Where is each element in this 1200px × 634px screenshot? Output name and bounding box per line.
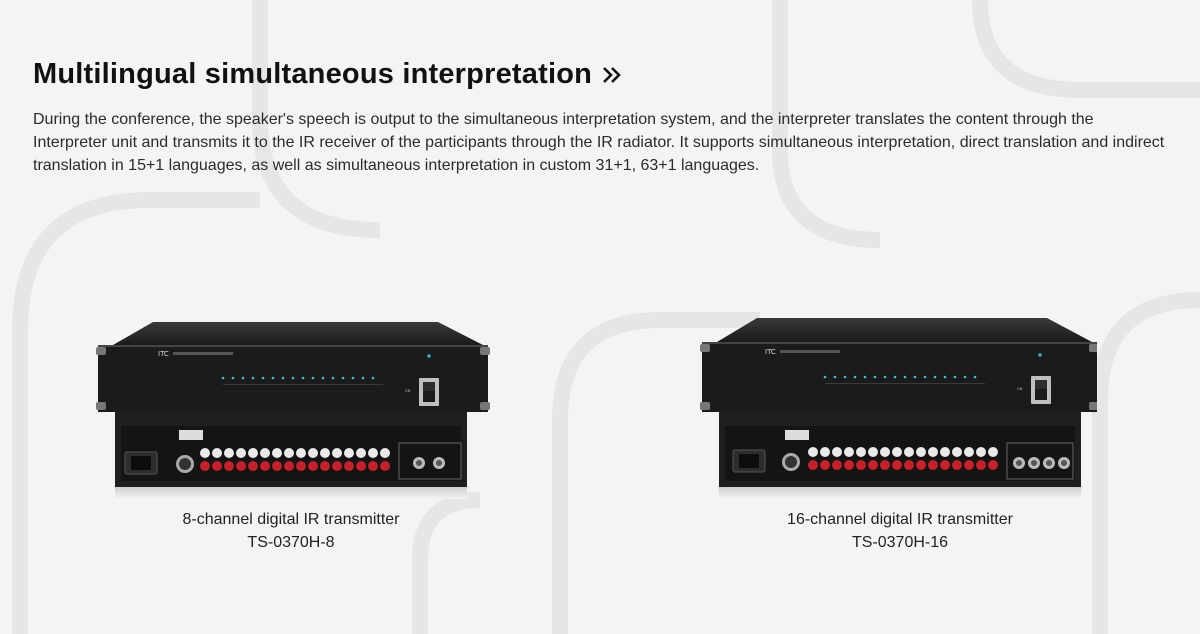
svg-text:ON: ON (1017, 387, 1023, 391)
product-name: 8-channel digital IR transmitter (182, 511, 400, 528)
product-image-ts-0370h-16: ITC ON (700, 318, 1097, 499)
svg-text:ITC: ITC (158, 350, 169, 358)
section-description: During the conference, the speaker's spe… (33, 111, 1165, 174)
product-model: TS-0370H-8 (247, 534, 335, 551)
product-caption-ts-0370h-8: 8-channel digital IR transmitter TS-0370… (91, 508, 491, 554)
product-image-ts-0370h-8: ITC ON (96, 322, 490, 499)
double-chevron-right-icon (603, 66, 621, 83)
section-title: Multilingual simultaneous interpretation (33, 58, 593, 90)
product-caption-ts-0370h-16: 16-channel digital IR transmitter TS-037… (700, 508, 1100, 554)
product-model: TS-0370H-16 (851, 534, 949, 551)
svg-text:ITC: ITC (765, 348, 776, 356)
svg-text:ON: ON (405, 389, 411, 393)
product-name: 16-channel digital IR transmitter (787, 511, 1013, 528)
